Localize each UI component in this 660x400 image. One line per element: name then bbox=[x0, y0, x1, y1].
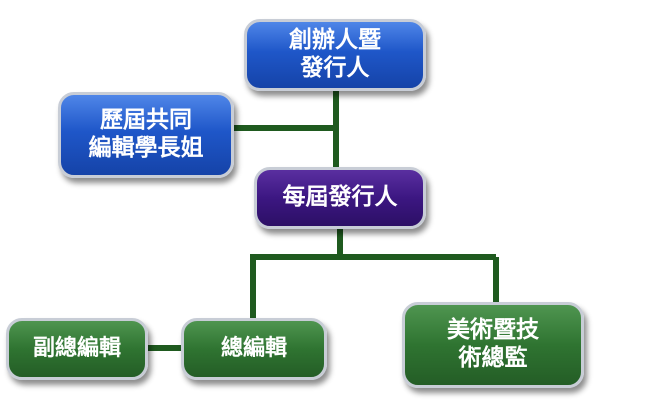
node-annual-publisher: 每屆發行人 bbox=[254, 167, 426, 229]
node-art-technical-director: 美術暨技 術總監 bbox=[402, 302, 584, 388]
node-alumni-co-editors: 歷屆共同 編輯學長姐 bbox=[58, 92, 234, 178]
node-editor-in-chief: 總編輯 bbox=[181, 318, 327, 380]
node-founder-publisher: 創辦人暨 發行人 bbox=[244, 19, 426, 91]
node-deputy-editor: 副總編輯 bbox=[6, 318, 148, 380]
